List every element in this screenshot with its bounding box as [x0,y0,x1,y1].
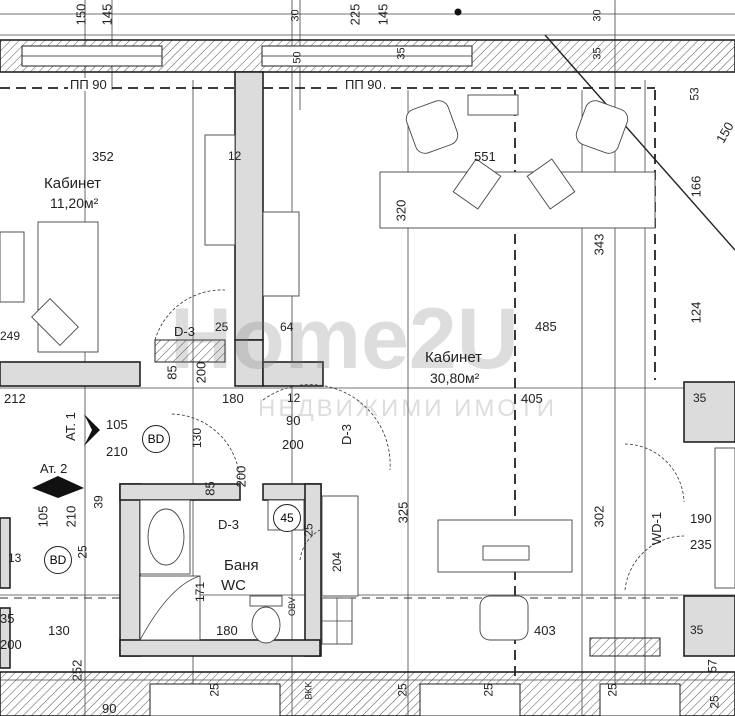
dim-label: 252 [69,659,85,682]
dim-label: 25 [707,695,722,709]
watermark-brand: Home2U [170,291,519,387]
dim-label: 302 [591,505,607,528]
dim-label: 39 [91,495,106,509]
dim-label: 35 [693,391,707,405]
door-tag-d3-a: D-3 [174,324,195,339]
dim-label: 35 [591,47,604,60]
dim-label: 343 [591,233,607,256]
dim-label: 166 [688,175,704,198]
dim-label: 405 [521,391,543,406]
watermark-tagline: НЕДВИЖИМИ ИМОТИ [258,395,557,422]
dim-label: 35 [0,611,15,626]
heading-pp-left: ПП 90 [68,77,109,92]
dim-label: 13 [8,551,22,565]
dim-label: 320 [393,199,409,222]
dim-label: 90 [286,413,301,428]
dim-label: 105 [35,505,51,528]
dim-label: 35 [690,623,704,637]
dim-label: 57 [705,659,720,673]
dim-label: 25 [605,683,620,697]
axis-label-at1: AT. 1 [62,412,78,441]
circle-label-45: 45 [273,504,301,532]
dim-label: 25 [215,320,229,334]
dim-label: 150 [73,3,89,26]
dim-label: 25 [207,683,222,697]
room-area-left-office: 11,20м² [50,195,99,211]
dim-label: 204 [330,551,345,573]
dim-label: 485 [535,319,557,334]
dim-label: 190 [690,511,712,526]
room-name-left-office: Кабинет [44,175,102,192]
diagonal-line [544,34,735,251]
dim-label: 249 [0,329,21,343]
dim-label: 225 [347,3,363,26]
dim-label: 12 [228,149,242,163]
dim-label: 85 [202,481,218,496]
dim-label: 403 [534,623,556,638]
dim-label: 105 [106,417,128,432]
dim-label: 200 [0,637,22,652]
left-office-furniture [0,134,236,353]
dim-label: 200 [233,465,249,488]
door-tag-d3-c: D-3 [218,517,239,532]
dim-label: 171 [193,581,208,603]
axis-marker-at2 [32,476,84,498]
dim-label: 180 [216,623,238,638]
dim-label: 130 [48,623,70,638]
axis-marker-at1 [84,414,100,446]
axis-label-at2: Ат. 2 [40,461,68,476]
dim-label: 64 [280,320,294,334]
circle-label-bd-a: BD [142,425,170,453]
dim-label: 124 [688,301,704,324]
dim-label: 325 [395,501,411,524]
dim-label: 12 [287,391,301,405]
dim-label: 90 [102,701,117,716]
dim-label: 30 [289,9,302,22]
dim-label: 35 [395,47,408,60]
circle-label-bd-b: BD [44,546,72,574]
dim-label: 210 [106,444,128,459]
door-tag-wd1: WD-1 [649,511,665,546]
door-swings [154,289,685,591]
dim-label: 30 [591,9,604,22]
dim-label: 85 [164,365,180,380]
dim-label: 25 [481,683,496,697]
dim-label: 50 [291,51,304,64]
fixture-label-bkk: BKK [303,681,314,700]
dim-label: 551 [474,149,496,164]
dim-label: 53 [687,87,702,101]
dim-label: 25 [301,523,316,537]
dim-label: 352 [92,149,114,164]
room-name-bath: Баня [224,557,259,574]
exterior-walls [0,39,735,716]
dim-label: 130 [190,427,205,449]
dim-label: 25 [395,683,410,697]
dim-label: 200 [193,361,209,384]
room-name-main-office: Кабинет [425,349,483,366]
grid-marker [454,8,462,16]
dim-label: 235 [690,537,712,552]
room-area-main-office: 30,80м² [430,370,480,386]
dim-label: 210 [63,505,79,528]
main-office-furniture [262,94,735,641]
dim-label: 200 [282,437,304,452]
dim-label: 145 [375,3,391,26]
dim-label: 145 [99,3,115,26]
heading-pp-right: ПП 90 [343,77,384,92]
dim-label: 180 [222,391,244,406]
room-name-wc: WC [221,577,246,594]
door-tag-d3-b: D-3 [338,424,354,445]
dim-label: 212 [4,391,26,406]
fixture-label-obv: OBV [287,596,298,617]
dim-label: 25 [75,545,90,559]
